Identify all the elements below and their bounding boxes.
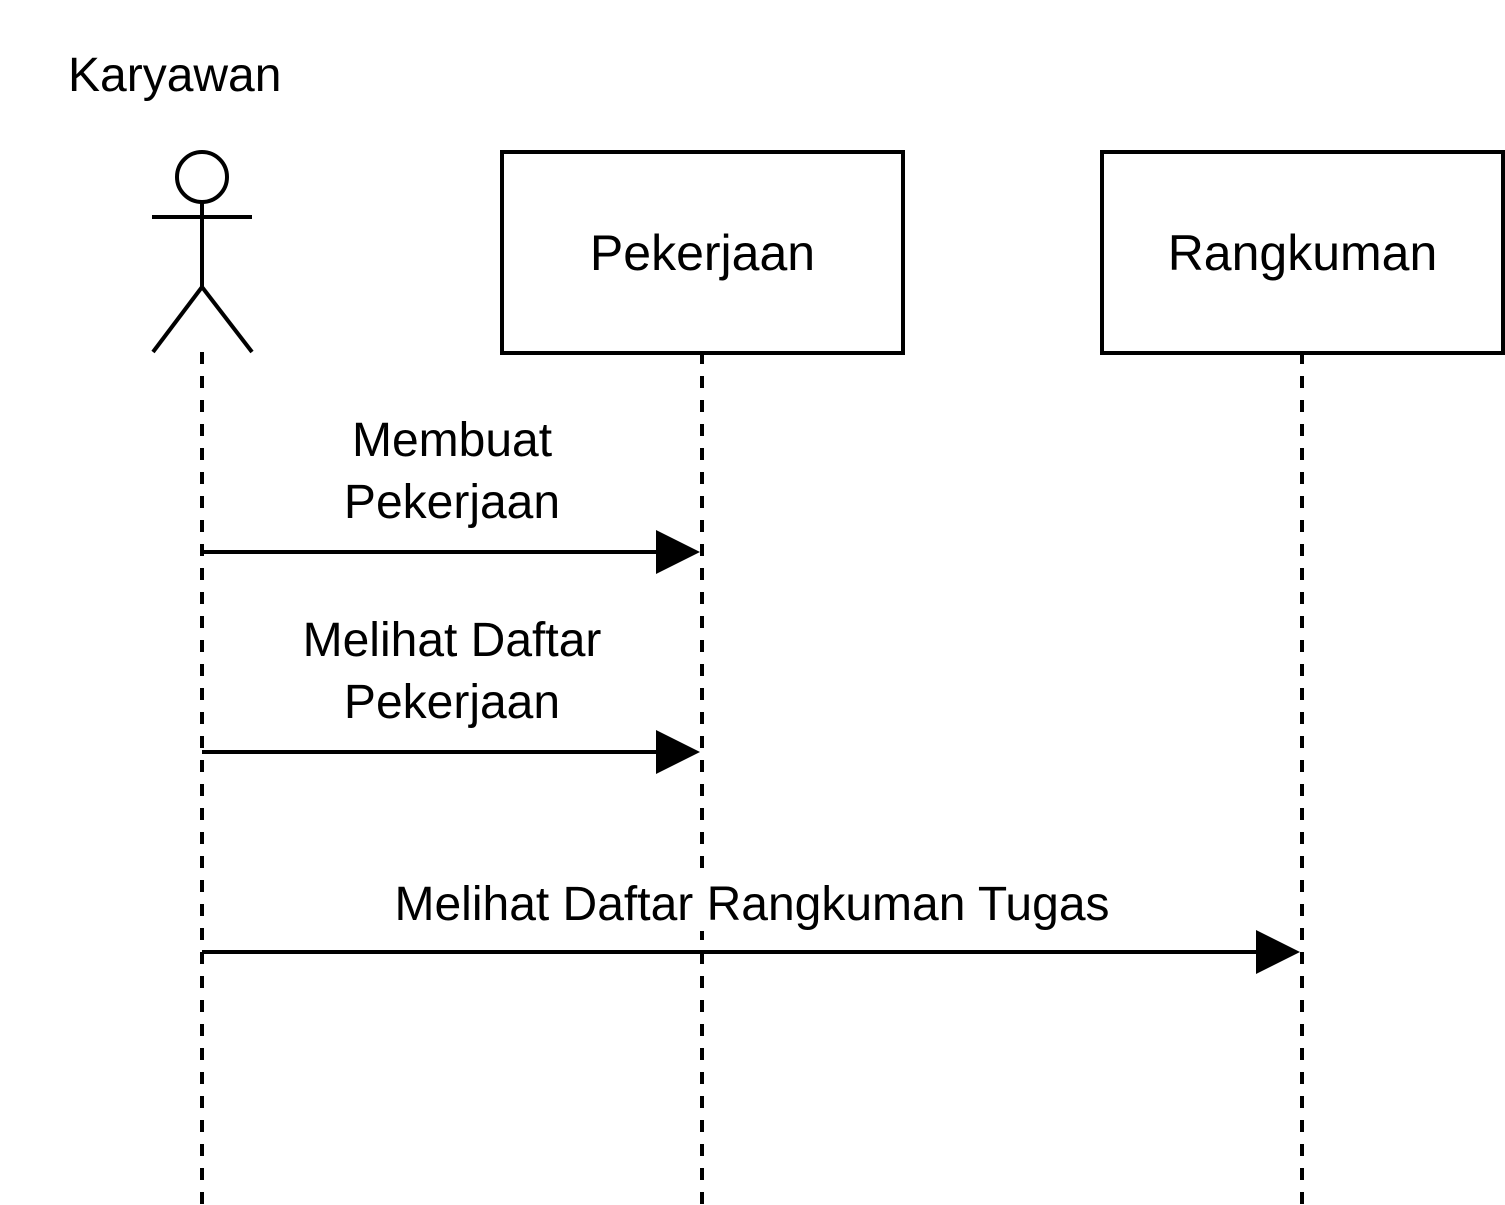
message-label-3-text: Melihat Daftar Rangkuman Tugas (394, 878, 1110, 931)
participant-box-rangkuman: Rangkuman (1100, 150, 1505, 355)
message-label-2-line-1: Melihat Daftar (302, 614, 602, 667)
actor-label: Karyawan (68, 49, 282, 102)
message-arrow-3 (202, 930, 1300, 974)
message-label-1-line-1: Membuat (351, 414, 553, 467)
actor-head (175, 150, 229, 204)
message-label-1-line-2: Pekerjaan (343, 476, 561, 529)
actor-right-leg (200, 285, 254, 354)
participant-box-pekerjaan: Pekerjaan (500, 150, 905, 355)
participant-label-pekerjaan: Pekerjaan (589, 224, 816, 281)
message-label-3: Melihat Daftar Rangkuman Tugas (252, 874, 1252, 936)
message-label-2: Melihat Daftar Pekerjaan (252, 610, 652, 734)
message-arrow-1 (202, 530, 700, 574)
message-label-2-line-2: Pekerjaan (343, 676, 561, 729)
actor-left-leg (151, 285, 204, 354)
participant-label-rangkuman: Rangkuman (1167, 224, 1438, 281)
message-label-1: Membuat Pekerjaan (252, 410, 652, 534)
actor-stick-figure-icon (151, 150, 254, 354)
message-arrow-2 (202, 730, 700, 774)
